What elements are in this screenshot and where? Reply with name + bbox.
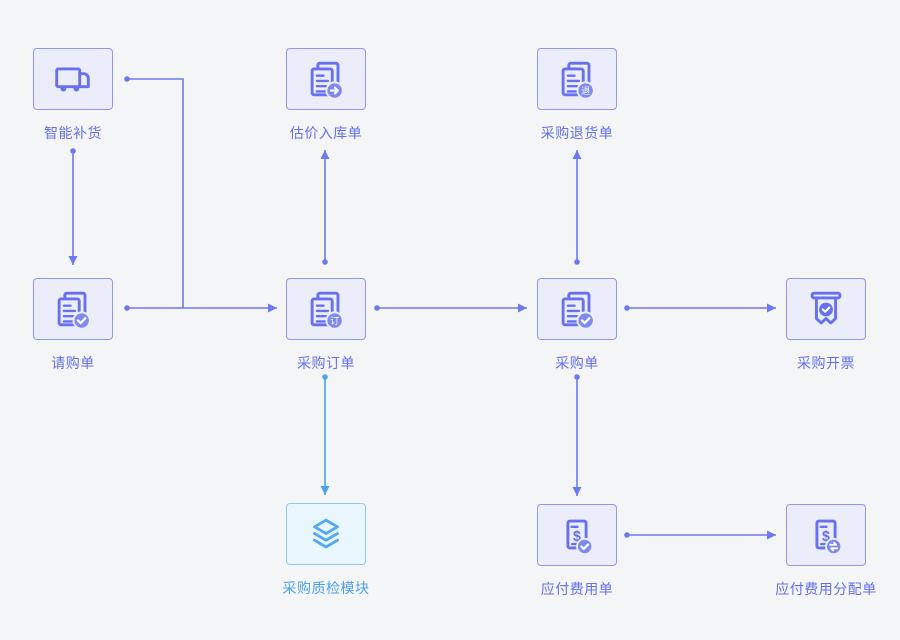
document-arrow-icon	[310, 61, 344, 100]
edge-arrowhead	[767, 530, 776, 540]
node-payable-expense-allocation-order: $ 应付费用分配单	[775, 504, 876, 597]
node-valuation-inbound-order: 估价入库单	[286, 48, 366, 141]
edge-arrowhead	[320, 486, 330, 495]
edge-source-dot	[124, 305, 130, 311]
edge-source-dot	[574, 374, 580, 380]
node-label: 采购质检模块	[282, 580, 370, 596]
edge-smart-replenishment-to-purchase-order	[124, 76, 184, 308]
edge-smart-replenishment-to-purchase-requisition	[68, 148, 78, 265]
edge-arrowhead	[518, 303, 527, 313]
edge-source-dot	[124, 76, 130, 82]
layers-icon	[313, 518, 339, 549]
bill-transfer-icon: $	[815, 519, 843, 556]
document-order-icon: 订	[310, 291, 344, 330]
valuation-inbound-order-card[interactable]	[286, 48, 366, 110]
purchase-qc-module-card[interactable]	[286, 503, 366, 565]
currency-glyph: $	[573, 529, 581, 545]
edge-arrowhead	[268, 303, 277, 313]
node-label: 采购开票	[797, 355, 855, 371]
edge-purchase-order-to-purchase-qc-module	[320, 374, 330, 495]
edge-source-dot	[322, 374, 328, 380]
purchase-order-card[interactable]: 订	[286, 278, 366, 340]
node-label: 应付费用分配单	[775, 581, 877, 597]
edge-payable-expense-order-to-payable-expense-allocation-order	[624, 530, 776, 540]
edge-purchase-order-to-po	[374, 303, 527, 313]
node-purchase-order: 订 采购订单	[286, 278, 366, 371]
purchase-invoicing-card[interactable]	[786, 278, 866, 340]
edge-source-dot	[624, 532, 630, 538]
node-label: 估价入库单	[289, 125, 363, 141]
edge-arrowhead	[320, 150, 330, 159]
badge-char: 退	[581, 86, 590, 96]
edge-source-dot	[322, 259, 328, 265]
document-check-icon	[57, 291, 91, 330]
smart-replenishment-card[interactable]	[33, 48, 113, 110]
node-purchase-qc-module: 采购质检模块	[283, 503, 369, 596]
payable-expense-allocation-order-card[interactable]: $	[786, 504, 866, 566]
node-smart-replenishment: 智能补货	[33, 48, 113, 141]
node-label: 采购单	[555, 355, 599, 371]
po-card[interactable]	[537, 278, 617, 340]
edge-po-to-payable-expense-order	[572, 374, 582, 496]
node-label: 智能补货	[44, 125, 102, 141]
currency-glyph: $	[822, 529, 830, 545]
edge-arrowhead	[68, 256, 78, 265]
node-label: 应付费用单	[540, 581, 614, 597]
edge-po-to-purchase-invoicing	[624, 303, 776, 313]
edge-source-dot	[70, 148, 76, 154]
truck-icon	[55, 67, 90, 92]
node-purchase-return-order: 退 采购退货单	[537, 48, 617, 141]
purchase-requisition-card[interactable]	[33, 278, 113, 340]
bill-check-icon: $	[566, 519, 594, 556]
node-label: 采购订单	[297, 355, 355, 371]
payable-expense-order-card[interactable]: $	[537, 504, 617, 566]
edge-purchase-requisition-to-purchase-order	[124, 303, 277, 313]
document-return-icon: 退	[561, 61, 595, 100]
node-label: 请购单	[51, 355, 95, 371]
edge-source-dot	[374, 305, 380, 311]
badge-char: 订	[330, 316, 339, 326]
edge-purchase-order-to-valuation-inbound-order	[320, 150, 330, 265]
edge-source-dot	[624, 305, 630, 311]
document-check-icon	[561, 291, 595, 330]
node-purchase-requisition: 请购单	[33, 278, 113, 371]
edge-source-dot	[574, 259, 580, 265]
node-po: 采购单	[537, 278, 617, 371]
node-label: 采购退货单	[540, 125, 614, 141]
node-payable-expense-order: $ 应付费用单	[537, 504, 617, 597]
invoice-ribbon-icon	[810, 291, 842, 325]
edge-po-to-purchase-return-order	[572, 150, 582, 265]
edge-arrowhead	[767, 303, 776, 313]
purchase-return-order-card[interactable]: 退	[537, 48, 617, 110]
edge-arrowhead	[572, 487, 582, 496]
node-purchase-invoicing: 采购开票	[786, 278, 866, 371]
edge-arrowhead	[572, 150, 582, 159]
